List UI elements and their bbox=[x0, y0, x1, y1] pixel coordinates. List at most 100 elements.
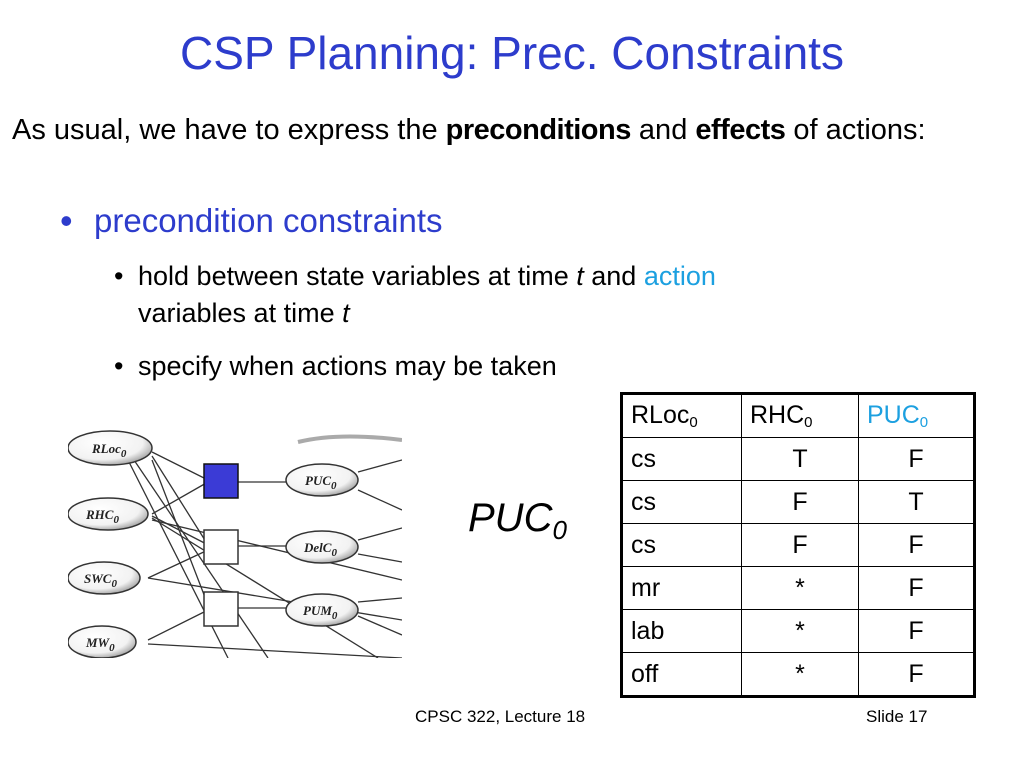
bullet-text: precondition constraints bbox=[94, 202, 443, 239]
edge-top-right bbox=[297, 434, 402, 444]
table-cell: cs bbox=[621, 437, 742, 481]
sub1-t1: t bbox=[576, 261, 584, 291]
edge bbox=[151, 517, 379, 658]
node-label: RLoc bbox=[91, 441, 121, 456]
intro-part2: and bbox=[630, 114, 696, 146]
edge bbox=[357, 527, 402, 541]
planning-network-diagram: RLoc0 RHC0 SWC0 MW0 PUC0 DelC0 PUM0 bbox=[68, 430, 402, 658]
node-sub: 0 bbox=[332, 610, 338, 622]
table-row: cs T F bbox=[621, 437, 975, 481]
edge bbox=[357, 459, 402, 473]
table-cell: off bbox=[621, 652, 742, 697]
edge bbox=[133, 459, 269, 658]
bullet-dot-icon: • bbox=[60, 200, 73, 241]
action-node-delc bbox=[203, 529, 239, 565]
sub-bullet-dot-icon: • bbox=[114, 351, 124, 381]
puc-label-sub: 0 bbox=[552, 515, 567, 545]
intro-part1: As usual, we have to express the bbox=[12, 114, 446, 146]
slide-title: CSP Planning: Prec. Constraints bbox=[180, 27, 844, 79]
puc-label-base: PUC bbox=[468, 496, 553, 540]
node-label: PUM bbox=[303, 603, 332, 618]
table-row: cs F F bbox=[621, 523, 975, 567]
node-sub: 0 bbox=[331, 547, 337, 559]
edge bbox=[151, 459, 209, 606]
edge bbox=[151, 455, 209, 546]
node-label: PUC bbox=[305, 473, 331, 488]
svg-text:PUM0: PUM0 bbox=[303, 603, 338, 622]
sub-bullet-text: hold between state variables at time t a… bbox=[138, 258, 716, 332]
node-sub: 0 bbox=[109, 642, 115, 654]
table-cell: T bbox=[858, 480, 975, 524]
node-label: RHC bbox=[85, 507, 114, 522]
intro-text: As usual, we have to express the precond… bbox=[12, 110, 1002, 150]
table-row: cs F T bbox=[621, 480, 975, 524]
constraint-table: RLoc0 RHC0 PUC0 cs T F cs F T cs F F mr … bbox=[620, 392, 976, 698]
node-delc: DelC0 bbox=[285, 530, 359, 564]
table-header-puc: PUC0 bbox=[858, 393, 975, 438]
table-cell: F bbox=[741, 480, 859, 524]
edge bbox=[357, 489, 402, 511]
table-row: lab * F bbox=[621, 609, 975, 653]
sub-bullet-dot-icon: • bbox=[114, 261, 124, 291]
svg-text:PUC0: PUC0 bbox=[305, 473, 337, 492]
node-rhc: RHC0 bbox=[68, 497, 149, 531]
table-header-rloc: RLoc0 bbox=[621, 393, 742, 438]
sub-bullet-specify-when: • specify when actions may be taken bbox=[114, 348, 894, 388]
svg-text:RLoc0: RLoc0 bbox=[91, 441, 127, 460]
table-cell: T bbox=[741, 437, 859, 481]
edge bbox=[151, 481, 209, 515]
sub1-part1: hold between state variables at time bbox=[138, 261, 577, 291]
table-cell: cs bbox=[621, 523, 742, 567]
footer-course: CPSC 322, Lecture 18 bbox=[415, 707, 586, 726]
node-label: MW bbox=[85, 635, 111, 650]
sub1-t2: t bbox=[342, 298, 350, 328]
table-row: mr * F bbox=[621, 566, 975, 610]
intro-effects: effects bbox=[695, 114, 786, 146]
node-mw: MW0 bbox=[68, 625, 137, 658]
table-cell: cs bbox=[621, 480, 742, 524]
edge bbox=[357, 553, 402, 563]
table-cell: F bbox=[858, 609, 975, 653]
action-node-puc-highlighted bbox=[203, 463, 239, 499]
edge bbox=[357, 597, 402, 603]
node-label: DelC bbox=[303, 540, 332, 555]
footer-slide-number: Slide 17 bbox=[866, 707, 928, 726]
table-cell: lab bbox=[621, 609, 742, 653]
sub1-part3: variables at time bbox=[138, 298, 343, 328]
intro-preconditions: preconditions bbox=[445, 114, 632, 146]
table-cell: F bbox=[741, 523, 859, 567]
table-cell: F bbox=[858, 437, 975, 481]
table-header-row: RLoc0 RHC0 PUC0 bbox=[621, 393, 975, 438]
node-sub: 0 bbox=[111, 578, 117, 590]
node-sub: 0 bbox=[113, 514, 119, 526]
table-cell: F bbox=[858, 566, 975, 610]
table-cell: F bbox=[858, 652, 975, 697]
action-node-pum bbox=[203, 591, 239, 627]
sub1-part2: and bbox=[583, 261, 644, 291]
edge bbox=[151, 519, 402, 581]
table-header-rhc: RHC0 bbox=[741, 393, 859, 438]
sub-bullet-text: specify when actions may be taken bbox=[138, 351, 557, 381]
svg-text:MW0: MW0 bbox=[85, 635, 115, 654]
edge bbox=[147, 577, 402, 621]
table-cell: mr bbox=[621, 566, 742, 610]
node-pum: PUM0 bbox=[285, 593, 359, 627]
edge bbox=[147, 609, 209, 641]
sub-bullet-hold-between: • hold between state variables at time t… bbox=[114, 258, 894, 334]
node-swc: SWC0 bbox=[68, 561, 141, 595]
table-row: off * F bbox=[621, 652, 975, 697]
node-rloc: RLoc0 bbox=[68, 430, 153, 466]
svg-text:RHC0: RHC0 bbox=[85, 507, 119, 526]
edge bbox=[147, 643, 402, 658]
node-label: SWC bbox=[84, 571, 112, 586]
node-sub: 0 bbox=[121, 448, 127, 460]
table-cell: * bbox=[741, 609, 859, 653]
edge bbox=[357, 615, 402, 636]
table-cell: * bbox=[741, 566, 859, 610]
edge bbox=[151, 451, 209, 481]
puc-label: PUC0 bbox=[468, 496, 567, 546]
svg-text:SWC0: SWC0 bbox=[84, 571, 117, 590]
table-cell: F bbox=[858, 523, 975, 567]
node-sub: 0 bbox=[331, 480, 337, 492]
node-puc: PUC0 bbox=[285, 463, 359, 497]
